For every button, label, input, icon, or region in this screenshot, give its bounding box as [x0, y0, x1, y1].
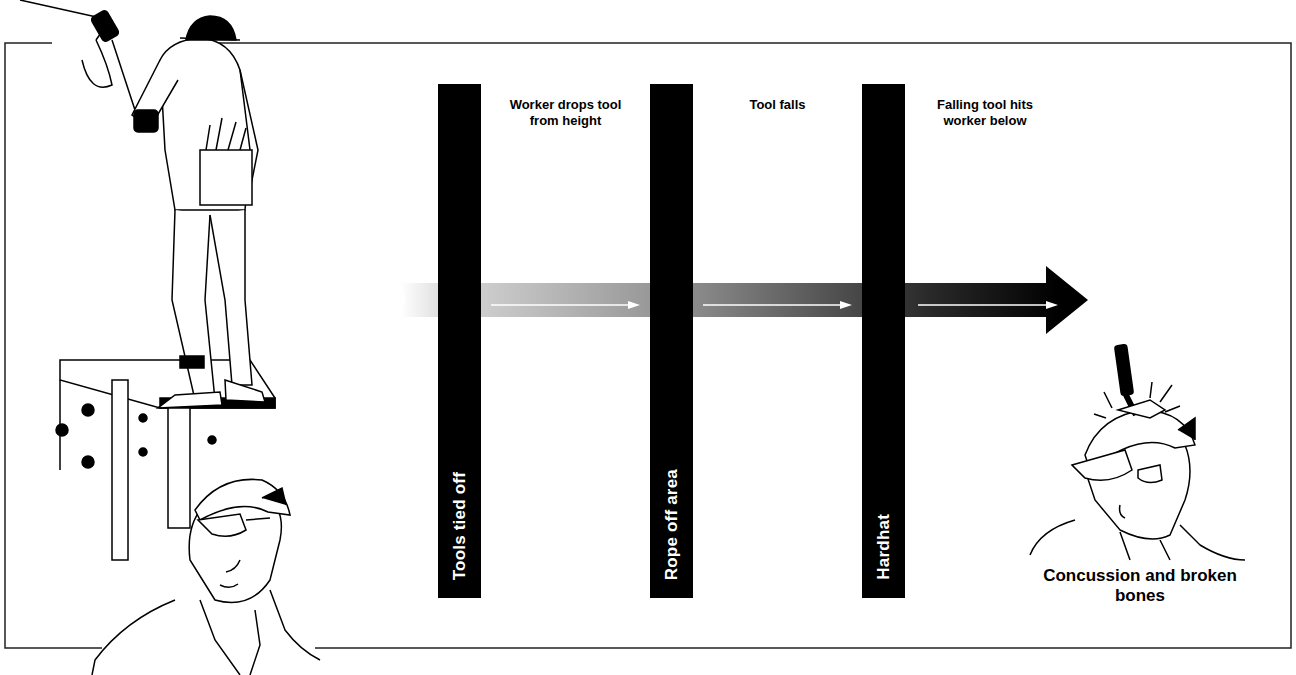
worker-at-height: [20, 0, 265, 408]
hammer: [1115, 344, 1165, 418]
struck-worker: [1030, 344, 1245, 560]
event-label: Worker drops tool from height: [508, 97, 624, 129]
worker-below: [92, 479, 320, 675]
barrier-bar: Rope off area: [650, 84, 693, 598]
flow-arrow: [703, 301, 852, 309]
flow-arrow: [491, 301, 640, 309]
outcome-label: Concussion and broken bones: [1040, 566, 1240, 606]
steel-beam: [56, 360, 275, 560]
hazard-pathway-arrow: [400, 266, 1088, 334]
flow-arrow: [918, 301, 1058, 309]
barrier-bar: Tools tied off: [438, 84, 481, 598]
barrier-label: Hardhat: [874, 514, 894, 580]
barrier-bar: Hardhat: [862, 84, 905, 598]
event-label: Falling tool hits worker below: [927, 97, 1043, 129]
event-label: Tool falls: [720, 97, 836, 113]
barrier-label: Tools tied off: [450, 472, 470, 580]
barrier-label: Rope off area: [662, 469, 682, 580]
